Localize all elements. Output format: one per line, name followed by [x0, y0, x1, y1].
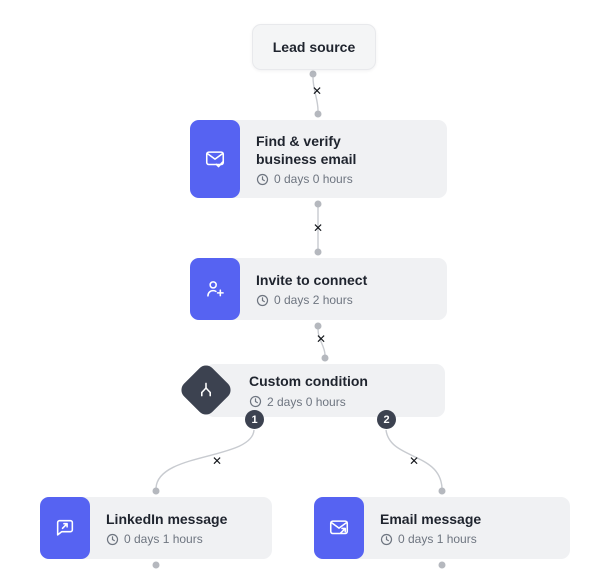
node-lead-source[interactable]: Lead source	[252, 24, 376, 70]
node-title-line2: business email	[256, 151, 357, 167]
delete-connector-button[interactable]: ✕	[312, 330, 330, 348]
node-duration: 0 days 2 hours	[256, 293, 367, 307]
node-body: Find & verify business email 0 days 0 ho…	[240, 120, 372, 198]
clock-icon	[106, 533, 119, 545]
duration-text: 0 days 0 hours	[274, 172, 353, 187]
node-body: Custom condition 2 days 0 hours	[205, 364, 384, 417]
node-title: Custom condition	[249, 373, 368, 390]
duration-text: 0 days 2 hours	[274, 293, 353, 308]
clock-icon	[256, 294, 269, 306]
node-body: Email message 0 days 1 hours	[364, 497, 497, 559]
delete-connector-button[interactable]: ✕	[208, 452, 226, 470]
node-title: Invite to connect	[256, 271, 368, 288]
node-title: Find & verify business email	[256, 132, 356, 169]
chat-forward-icon	[40, 497, 90, 559]
clock-icon	[380, 533, 393, 545]
node-custom-condition[interactable]: Custom condition 2 days 0 hours	[205, 364, 445, 417]
node-email-message[interactable]: Email message 0 days 1 hours	[314, 497, 570, 559]
duration-text: 0 days 1 hours	[398, 532, 477, 547]
node-duration: 0 days 1 hours	[106, 532, 227, 546]
node-title-line1: Find & verify	[256, 132, 341, 149]
node-find-verify-email[interactable]: Find & verify business email 0 days 0 ho…	[190, 120, 447, 198]
node-body: LinkedIn message 0 days 1 hours	[90, 497, 243, 559]
delete-connector-button[interactable]: ✕	[405, 452, 423, 470]
branch-badge-2[interactable]: 2	[377, 410, 396, 429]
person-plus-icon	[190, 258, 240, 320]
branch-badge-1[interactable]: 1	[245, 410, 264, 429]
split-branch-icon	[177, 361, 235, 419]
node-title: Email message	[380, 510, 482, 527]
node-invite-to-connect[interactable]: Invite to connect 0 days 2 hours	[190, 258, 447, 320]
duration-text: 2 days 0 hours	[267, 394, 346, 409]
node-duration: 0 days 0 hours	[256, 172, 356, 186]
node-linkedin-message[interactable]: LinkedIn message 0 days 1 hours	[40, 497, 272, 559]
duration-text: 0 days 1 hours	[124, 532, 203, 547]
clock-icon	[249, 396, 262, 408]
envelope-check-icon	[190, 120, 240, 198]
envelope-forward-icon	[314, 497, 364, 559]
node-title: LinkedIn message	[106, 510, 228, 527]
clock-icon	[256, 173, 269, 186]
node-title: Lead source	[272, 39, 356, 55]
node-duration: 2 days 0 hours	[249, 395, 368, 409]
delete-connector-button[interactable]: ✕	[308, 82, 326, 100]
delete-connector-button[interactable]: ✕	[309, 219, 327, 237]
node-duration: 0 days 1 hours	[380, 532, 481, 546]
node-body: Invite to connect 0 days 2 hours	[240, 258, 383, 320]
